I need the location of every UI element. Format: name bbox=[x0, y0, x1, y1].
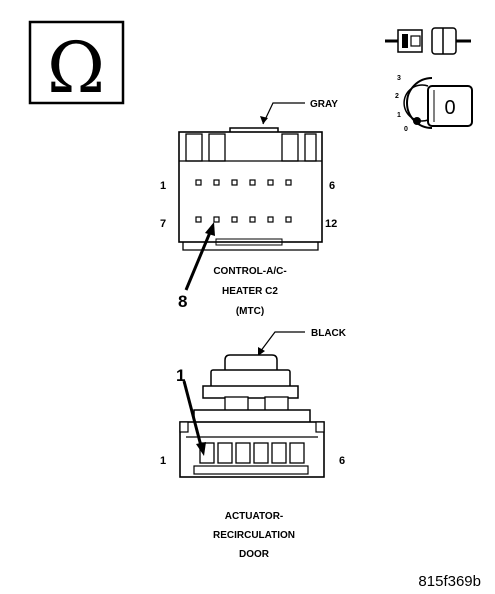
ignition-pos-0: 0 bbox=[404, 126, 408, 133]
c2-cavity bbox=[267, 179, 274, 186]
c2-callout-pin: 8 bbox=[178, 292, 187, 311]
actuator-cavity bbox=[253, 442, 269, 464]
ignition-pos-1: 1 bbox=[397, 112, 401, 119]
ohm-glyph: Ω bbox=[47, 27, 105, 109]
c2-name-line2: HEATER C2 bbox=[222, 286, 278, 297]
connector-actuator-drawing: BLACK 1 1 6 ACTUATOR- R bbox=[160, 328, 347, 560]
actuator-pin-6-label: 6 bbox=[339, 455, 345, 467]
c2-pin-6-label: 6 bbox=[329, 180, 335, 192]
ignition-pos-2: 2 bbox=[395, 93, 399, 100]
c2-pin-row-1 bbox=[195, 179, 292, 186]
c2-cavity bbox=[231, 179, 238, 186]
c2-name-line3: (MTC) bbox=[236, 306, 264, 317]
c2-pin-1-label: 1 bbox=[160, 180, 166, 192]
c2-cavity bbox=[195, 179, 202, 186]
c2-cavity bbox=[267, 216, 274, 223]
c2-name-line1: CONTROL-A/C- bbox=[213, 266, 286, 277]
connector-c2-drawing: GRAY bbox=[160, 99, 338, 317]
c2-pin-row-2 bbox=[195, 216, 292, 223]
c2-pin-12-label: 12 bbox=[325, 218, 337, 230]
c2-color-label: GRAY bbox=[310, 99, 338, 110]
actuator-color-label: BLACK bbox=[311, 328, 347, 339]
actuator-name-line2: RECIRCULATION bbox=[213, 530, 295, 541]
c2-cavity bbox=[213, 179, 220, 186]
c2-cavity bbox=[213, 216, 220, 223]
c2-cavity bbox=[249, 179, 256, 186]
c2-cavity bbox=[195, 216, 202, 223]
c2-cavity bbox=[231, 216, 238, 223]
ignition-key-off-icon: 3 2 1 0 0 bbox=[395, 75, 473, 133]
actuator-name-line1: ACTUATOR- bbox=[225, 511, 284, 522]
disconnect-connector-icon bbox=[385, 27, 471, 55]
actuator-pin-row bbox=[199, 442, 305, 464]
actuator-cavity bbox=[217, 442, 233, 464]
actuator-cavity bbox=[289, 442, 305, 464]
actuator-pin-1-label: 1 bbox=[160, 455, 166, 467]
actuator-cavity bbox=[271, 442, 287, 464]
ohmmeter-symbol-icon: Ω bbox=[28, 20, 125, 109]
actuator-callout-pin: 1 bbox=[176, 366, 185, 385]
key-position-label: 0 bbox=[444, 97, 455, 119]
c2-cavity bbox=[285, 216, 292, 223]
actuator-name-line3: DOOR bbox=[239, 549, 270, 560]
figure-code: 815f369b bbox=[418, 573, 481, 590]
c2-pin-7-label: 7 bbox=[160, 218, 166, 230]
c2-cavity bbox=[249, 216, 256, 223]
ignition-pos-3: 3 bbox=[397, 75, 401, 82]
actuator-cavity bbox=[235, 442, 251, 464]
c2-cavity bbox=[285, 179, 292, 186]
